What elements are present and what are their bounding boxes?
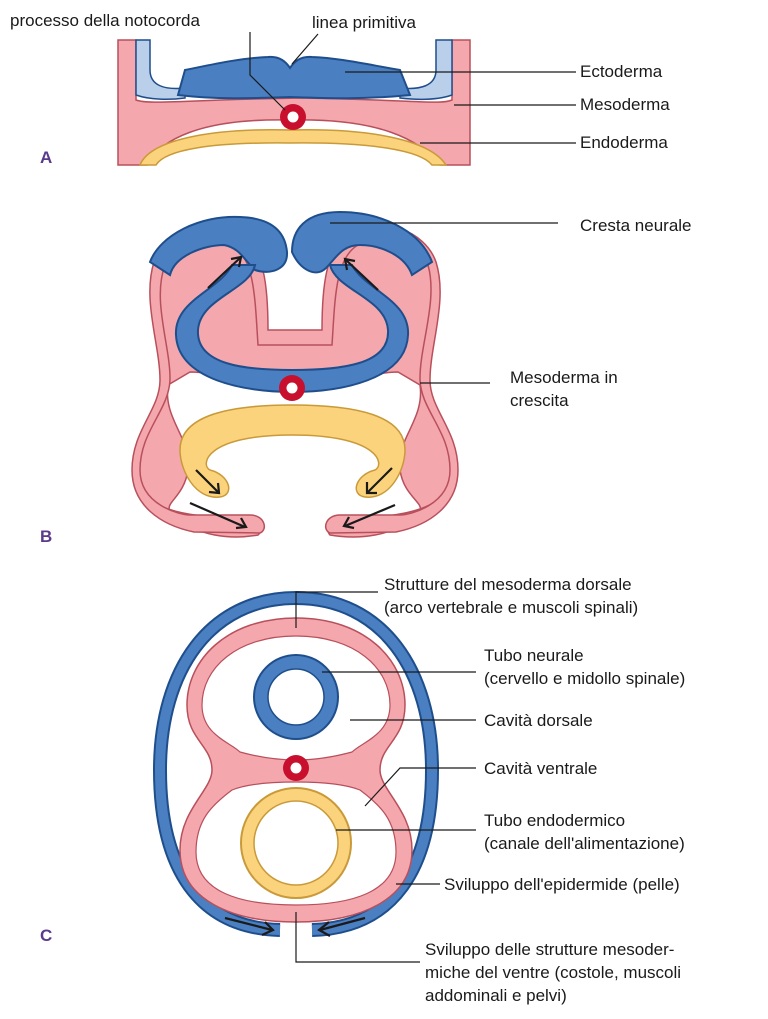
label-endodermal-tube-2: (canale dell'alimentazione) (484, 834, 685, 853)
label-growing-mesoderm-1: Mesoderma in (510, 368, 618, 387)
notochord-a (280, 104, 306, 130)
panel-letter-a: A (40, 148, 52, 167)
label-growing-mesoderm-2: crescita (510, 391, 569, 410)
label-neural-crest: Cresta neurale (580, 216, 692, 235)
label-dorsal-cavity: Cavità dorsale (484, 711, 593, 730)
endoderm-b (180, 405, 405, 497)
notochord-b (279, 375, 305, 401)
notochord-c (283, 755, 309, 781)
label-mesoderm: Mesoderma (580, 95, 670, 114)
label-notochord-process: processo della notocorda (10, 11, 201, 30)
panel-letter-c: C (40, 926, 52, 945)
panel-b: Cresta neurale Mesoderma in crescita B (40, 212, 692, 546)
label-neural-tube-1: Tubo neurale (484, 646, 584, 665)
ectoderm-side-left (136, 40, 185, 99)
panel-c: Strutture del mesoderma dorsale (arco ve… (40, 575, 685, 1005)
label-ventral-structures-2: miche del ventre (costole, muscoli (425, 963, 681, 982)
panel-a: processo della notocorda linea primitiva… (10, 11, 670, 167)
endodermal-tube-c (241, 788, 351, 898)
label-ventral-structures-1: Sviluppo delle strutture mesoder- (425, 940, 674, 959)
label-ectoderm: Ectoderma (580, 62, 663, 81)
label-dorsal-mesoderm-2: (arco vertebrale e muscoli spinali) (384, 598, 638, 617)
label-ventral-structures-3: addominali e pelvi) (425, 986, 567, 1005)
panel-letter-b: B (40, 527, 52, 546)
label-endodermal-tube-1: Tubo endodermico (484, 811, 625, 830)
ectoderm-a (178, 57, 410, 98)
label-endoderm: Endoderma (580, 133, 668, 152)
label-dorsal-mesoderm-1: Strutture del mesoderma dorsale (384, 575, 632, 594)
neural-tube-c (254, 655, 338, 739)
label-neural-tube-2: (cervello e midollo spinale) (484, 669, 685, 688)
label-ventral-cavity: Cavità ventrale (484, 759, 597, 778)
label-primitive-streak: linea primitiva (312, 13, 416, 32)
label-epidermis: Sviluppo dell'epidermide (pelle) (444, 875, 680, 894)
